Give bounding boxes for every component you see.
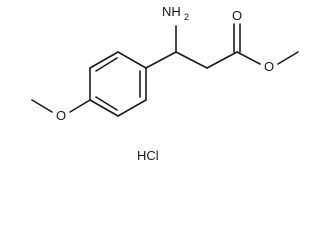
benzene-ring — [89, 51, 147, 117]
amine-label: NH — [162, 4, 181, 19]
ring-double-bond — [95, 57, 118, 72]
ring-bond — [117, 51, 147, 69]
chain-bond — [206, 51, 238, 69]
ring-to-chiral-carbon-bond — [145, 51, 177, 69]
carbonyl-oxygen-label: O — [232, 8, 242, 23]
methoxy-group — [31, 99, 91, 113]
methoxy-methyl-bond — [31, 99, 53, 113]
chain-bond — [175, 51, 208, 69]
hydrochloride-label: HCl — [137, 148, 159, 163]
ring-double-bond — [95, 96, 118, 111]
ring-to-oxygen-bond — [69, 99, 91, 113]
ring-bond — [89, 99, 119, 117]
propanoate-chain — [145, 23, 299, 69]
ring-bond — [89, 51, 119, 69]
ester-bond — [236, 51, 261, 65]
amine-subscript: 2 — [184, 12, 189, 22]
ring-bond — [117, 99, 147, 117]
chemical-structure: NH 2 O O O HCl — [31, 4, 299, 163]
methoxy-oxygen-label: O — [56, 108, 66, 123]
ester-oxygen-label: O — [264, 59, 274, 74]
methyl-bond — [277, 51, 299, 65]
